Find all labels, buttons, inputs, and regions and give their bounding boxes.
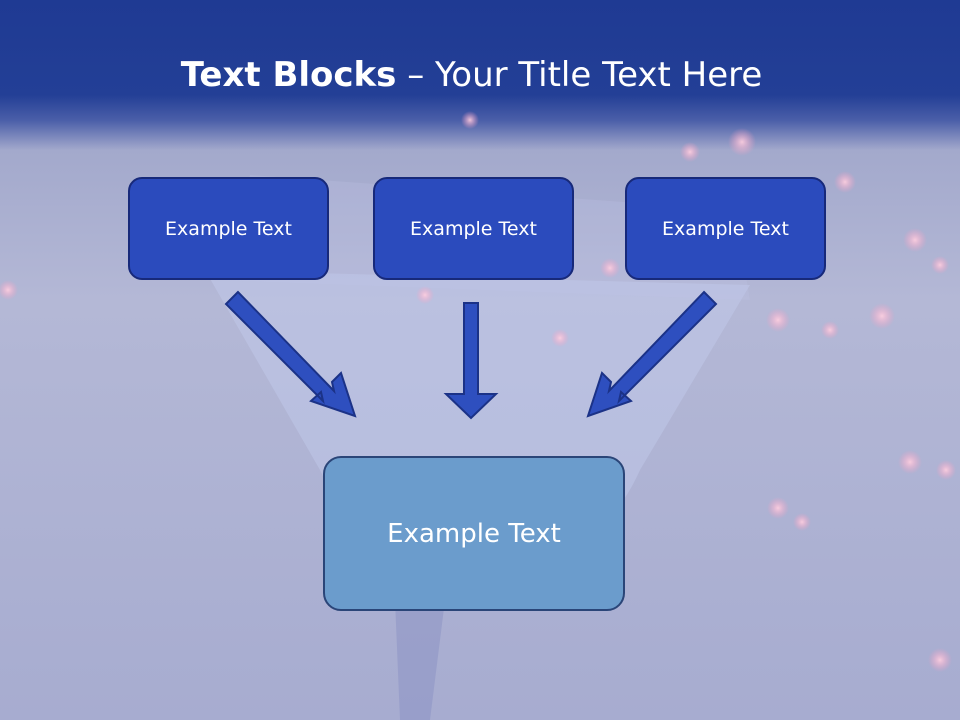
bokeh-light bbox=[869, 303, 895, 329]
text-block-bottom[interactable]: Example Text bbox=[323, 456, 625, 611]
bokeh-light bbox=[461, 111, 479, 129]
bokeh-light bbox=[821, 321, 839, 339]
text-block-label: Example Text bbox=[662, 217, 789, 240]
bokeh-light bbox=[767, 497, 789, 519]
title-dash: – bbox=[396, 55, 436, 95]
bokeh-light bbox=[728, 128, 756, 156]
glass-bowl-shape bbox=[205, 270, 750, 600]
bokeh-light bbox=[600, 258, 620, 278]
title-bold: Text Blocks bbox=[180, 55, 397, 95]
bokeh-light bbox=[0, 280, 18, 300]
text-block-label: Example Text bbox=[165, 217, 292, 240]
text-block-top-left[interactable]: Example Text bbox=[128, 177, 329, 280]
bokeh-light bbox=[793, 513, 811, 531]
bokeh-light bbox=[551, 329, 569, 347]
text-block-label: Example Text bbox=[387, 518, 561, 549]
text-block-top-right[interactable]: Example Text bbox=[625, 177, 826, 280]
arrow-down-icon bbox=[443, 302, 499, 420]
bokeh-light bbox=[936, 460, 956, 480]
bokeh-light bbox=[680, 142, 700, 162]
arrow-down-left-icon bbox=[586, 290, 718, 418]
bokeh-light bbox=[928, 648, 952, 672]
arrow-down-right-icon bbox=[224, 290, 357, 418]
bokeh-light bbox=[903, 228, 927, 252]
bokeh-light bbox=[766, 308, 790, 332]
title-rest: Your Title Text Here bbox=[435, 55, 763, 95]
text-block-label: Example Text bbox=[410, 217, 537, 240]
bokeh-light bbox=[834, 171, 856, 193]
bokeh-light bbox=[416, 286, 434, 304]
bokeh-light bbox=[898, 450, 922, 474]
bokeh-light bbox=[931, 256, 949, 274]
text-block-top-center[interactable]: Example Text bbox=[373, 177, 574, 280]
glass-stem-shape bbox=[395, 600, 445, 720]
slide-title: Text Blocks – Your Title Text Here bbox=[0, 52, 943, 98]
